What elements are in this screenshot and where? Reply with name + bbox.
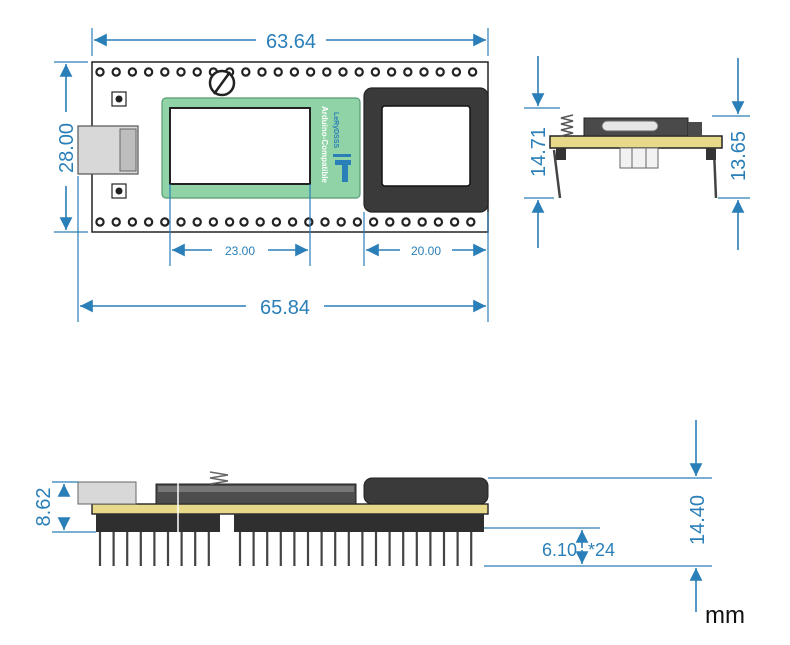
pin-hole <box>385 217 395 227</box>
pin-hole <box>449 217 460 227</box>
side-spring <box>560 114 574 137</box>
pin-hole <box>386 67 397 77</box>
pin-hole <box>208 217 219 227</box>
pin-hole <box>273 67 283 77</box>
top-view: Arduino-Compatible LeRyDSSS 63.64 28.00 … <box>54 28 489 322</box>
pin-hole <box>143 67 154 77</box>
pin-hole <box>224 217 235 227</box>
pin-hole <box>111 217 121 227</box>
dim-height-left: 28.00 <box>56 123 78 173</box>
pin-hole <box>95 217 105 227</box>
pin-hole <box>160 217 170 227</box>
dim-overall-width: 65.84 <box>260 297 310 319</box>
dim-front-height-left: 8.62 <box>33 488 55 527</box>
pin-hole <box>368 217 379 227</box>
trimmer-slash <box>212 71 232 95</box>
pin-hole <box>370 67 381 77</box>
usb-connector-shell <box>119 128 137 172</box>
dim-pin-count: *24 <box>588 540 615 560</box>
pin-hole <box>322 67 332 77</box>
pin-hole <box>127 217 138 227</box>
front-dark-module <box>363 477 489 505</box>
board-label-compat: Arduino-Compatible <box>320 106 329 183</box>
side-under-part <box>619 147 659 169</box>
pin-hole <box>433 217 444 227</box>
pin-hole <box>271 217 282 227</box>
front-view: 8.62 14.40 6.10 *24 <box>33 420 712 612</box>
pin-hole <box>451 67 462 77</box>
pin-hole <box>304 217 314 227</box>
front-pcb <box>91 503 489 515</box>
pin-hole <box>192 217 202 227</box>
front-header-right <box>234 514 484 532</box>
lcd-window <box>169 107 311 185</box>
dim-side-height-left: 14.71 <box>528 127 550 177</box>
side-crystal <box>601 120 659 132</box>
mount-hole-upper <box>115 95 123 103</box>
pin-hole <box>176 67 186 77</box>
pin-hole <box>401 217 411 227</box>
front-usb <box>77 481 137 505</box>
side-chip <box>688 122 702 136</box>
board-label-brand: LeRyDSSS <box>332 112 339 149</box>
pin-hole <box>143 217 154 227</box>
pin-hole <box>338 67 348 77</box>
unit-label: mm <box>705 602 745 629</box>
dim-side-height-right: 13.65 <box>728 131 750 181</box>
brand-logo <box>333 154 351 182</box>
dim-front-height-right: 14.40 <box>687 495 709 545</box>
pin-hole <box>192 67 202 77</box>
pin-hole <box>239 217 249 227</box>
mount-hole-lower <box>115 187 123 195</box>
dim-inner-left: 23.00 <box>225 244 255 258</box>
pin-hole <box>354 67 364 77</box>
side-header-right <box>706 148 716 160</box>
side-header-left <box>556 148 566 160</box>
dim-pin-length: 6.10 <box>542 540 577 560</box>
side-pcb <box>549 135 723 149</box>
pin-hole <box>257 67 267 77</box>
pin-hole <box>417 217 427 227</box>
pin-hole <box>127 67 138 77</box>
pin-hole <box>289 67 300 77</box>
front-spring <box>209 471 229 485</box>
dim-inner-right: 20.00 <box>411 244 441 258</box>
pin-hole <box>419 67 429 77</box>
pin-hole <box>305 67 316 77</box>
pin-hole <box>466 217 476 227</box>
pin-hole <box>287 217 298 227</box>
pin-hole <box>403 67 413 77</box>
pin-hole <box>435 67 445 77</box>
pin-hole <box>95 67 105 77</box>
pin-holes-bottom-row <box>95 217 476 227</box>
side-pin-left <box>552 149 562 199</box>
pin-holes-top-row <box>95 67 478 77</box>
side-view: 14.71 13.65 <box>524 56 750 250</box>
dim-top-width: 63.64 <box>266 31 316 53</box>
dark-module-window <box>381 105 471 187</box>
pin-hole <box>241 67 251 77</box>
pin-hole <box>176 217 186 227</box>
front-header-left <box>96 514 220 532</box>
front-pins <box>98 532 473 566</box>
pin-hole <box>336 217 346 227</box>
pin-hole <box>255 217 265 227</box>
pin-hole <box>320 217 330 227</box>
pin-hole <box>467 67 478 77</box>
pin-hole <box>352 217 363 227</box>
front-lcd-top <box>158 486 354 492</box>
pin-hole <box>160 67 170 77</box>
pin-hole <box>111 67 121 77</box>
